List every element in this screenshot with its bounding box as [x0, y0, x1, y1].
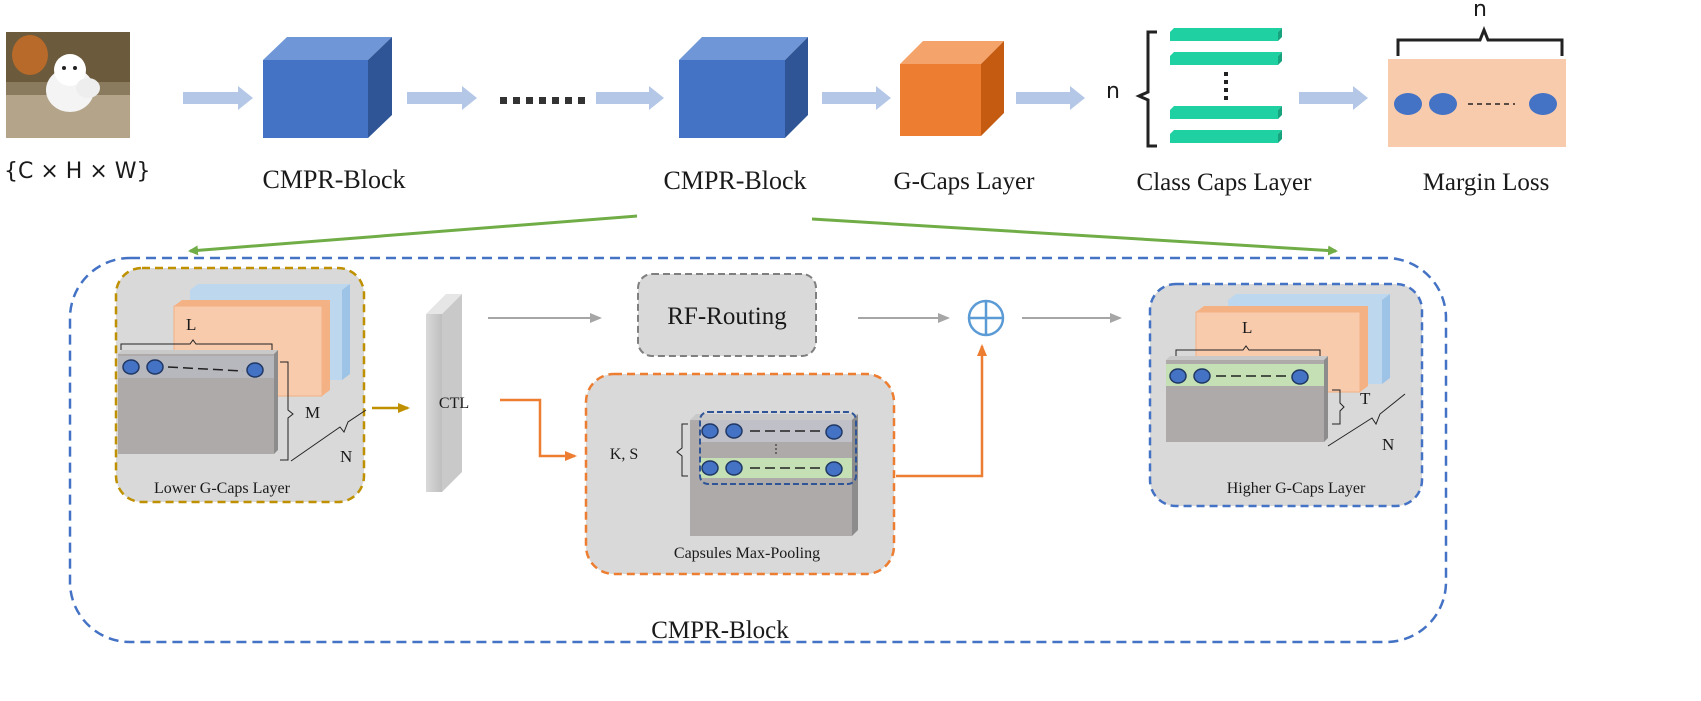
- expand-arrow-right: [811, 217, 1338, 256]
- margin-loss-n-label: n: [1473, 0, 1487, 22]
- arrow-pooling-to-plus: [896, 344, 987, 478]
- ctl-slab: [426, 294, 462, 492]
- arrow-2: [407, 86, 477, 110]
- arrow-5: [1016, 86, 1085, 110]
- arrow-3: [596, 86, 664, 110]
- ctl-label: CTL: [439, 395, 469, 412]
- class-caps-n-label: n: [1106, 79, 1120, 104]
- higher-gcaps-panel: [1148, 282, 1424, 508]
- cmpr-block-label-1: CMPR-Block: [262, 165, 405, 194]
- rf-routing-label: RF-Routing: [667, 303, 787, 330]
- higher-L-label: L: [1242, 318, 1252, 337]
- lower-gcaps-panel: [114, 266, 367, 504]
- margin-loss-label: Margin Loss: [1423, 169, 1550, 196]
- sum-operator-icon: [967, 299, 1005, 337]
- lower-M-label: M: [305, 403, 320, 422]
- max-pooling-label: Capsules Max-Pooling: [674, 545, 820, 562]
- expand-arrow-left: [188, 214, 638, 256]
- arrow-4: [822, 86, 891, 110]
- class-caps-layer: [1135, 28, 1282, 148]
- higher-N-label: N: [1382, 435, 1394, 454]
- arrow-ctl-to-pooling: [500, 398, 577, 461]
- arrow-1: [183, 86, 253, 110]
- ellipsis-dots: [500, 97, 585, 104]
- cmpr-block-detail-title: CMPR-Block: [651, 617, 789, 644]
- gcaps-cube: [900, 41, 1004, 136]
- lower-gcaps-label: Lower G-Caps Layer: [154, 480, 291, 497]
- class-caps-layer-label: Class Caps Layer: [1137, 169, 1313, 196]
- pool-ks-label: K, S: [610, 446, 638, 463]
- cmpr-block-label-2: CMPR-Block: [663, 166, 806, 195]
- higher-gcaps-label: Higher G-Caps Layer: [1227, 480, 1366, 497]
- pipeline-arrows: [183, 86, 1368, 110]
- max-pooling-panel: [584, 372, 896, 576]
- margin-loss-box: [1388, 25, 1566, 147]
- cmpr-block-cube-2: [679, 37, 808, 138]
- higher-T-label: T: [1360, 389, 1371, 408]
- lower-N-label: N: [340, 447, 352, 466]
- lower-L-label: L: [186, 315, 196, 334]
- cmpr-block-cube-1: [263, 37, 392, 138]
- cmpr-block-detail-frame: [68, 256, 1448, 644]
- gcaps-layer-label: G-Caps Layer: [894, 168, 1036, 195]
- input-image: [6, 32, 130, 138]
- rf-routing-box: [637, 273, 817, 357]
- arrow-6: [1299, 86, 1368, 110]
- input-dims-label: {C × H × W}: [4, 159, 151, 184]
